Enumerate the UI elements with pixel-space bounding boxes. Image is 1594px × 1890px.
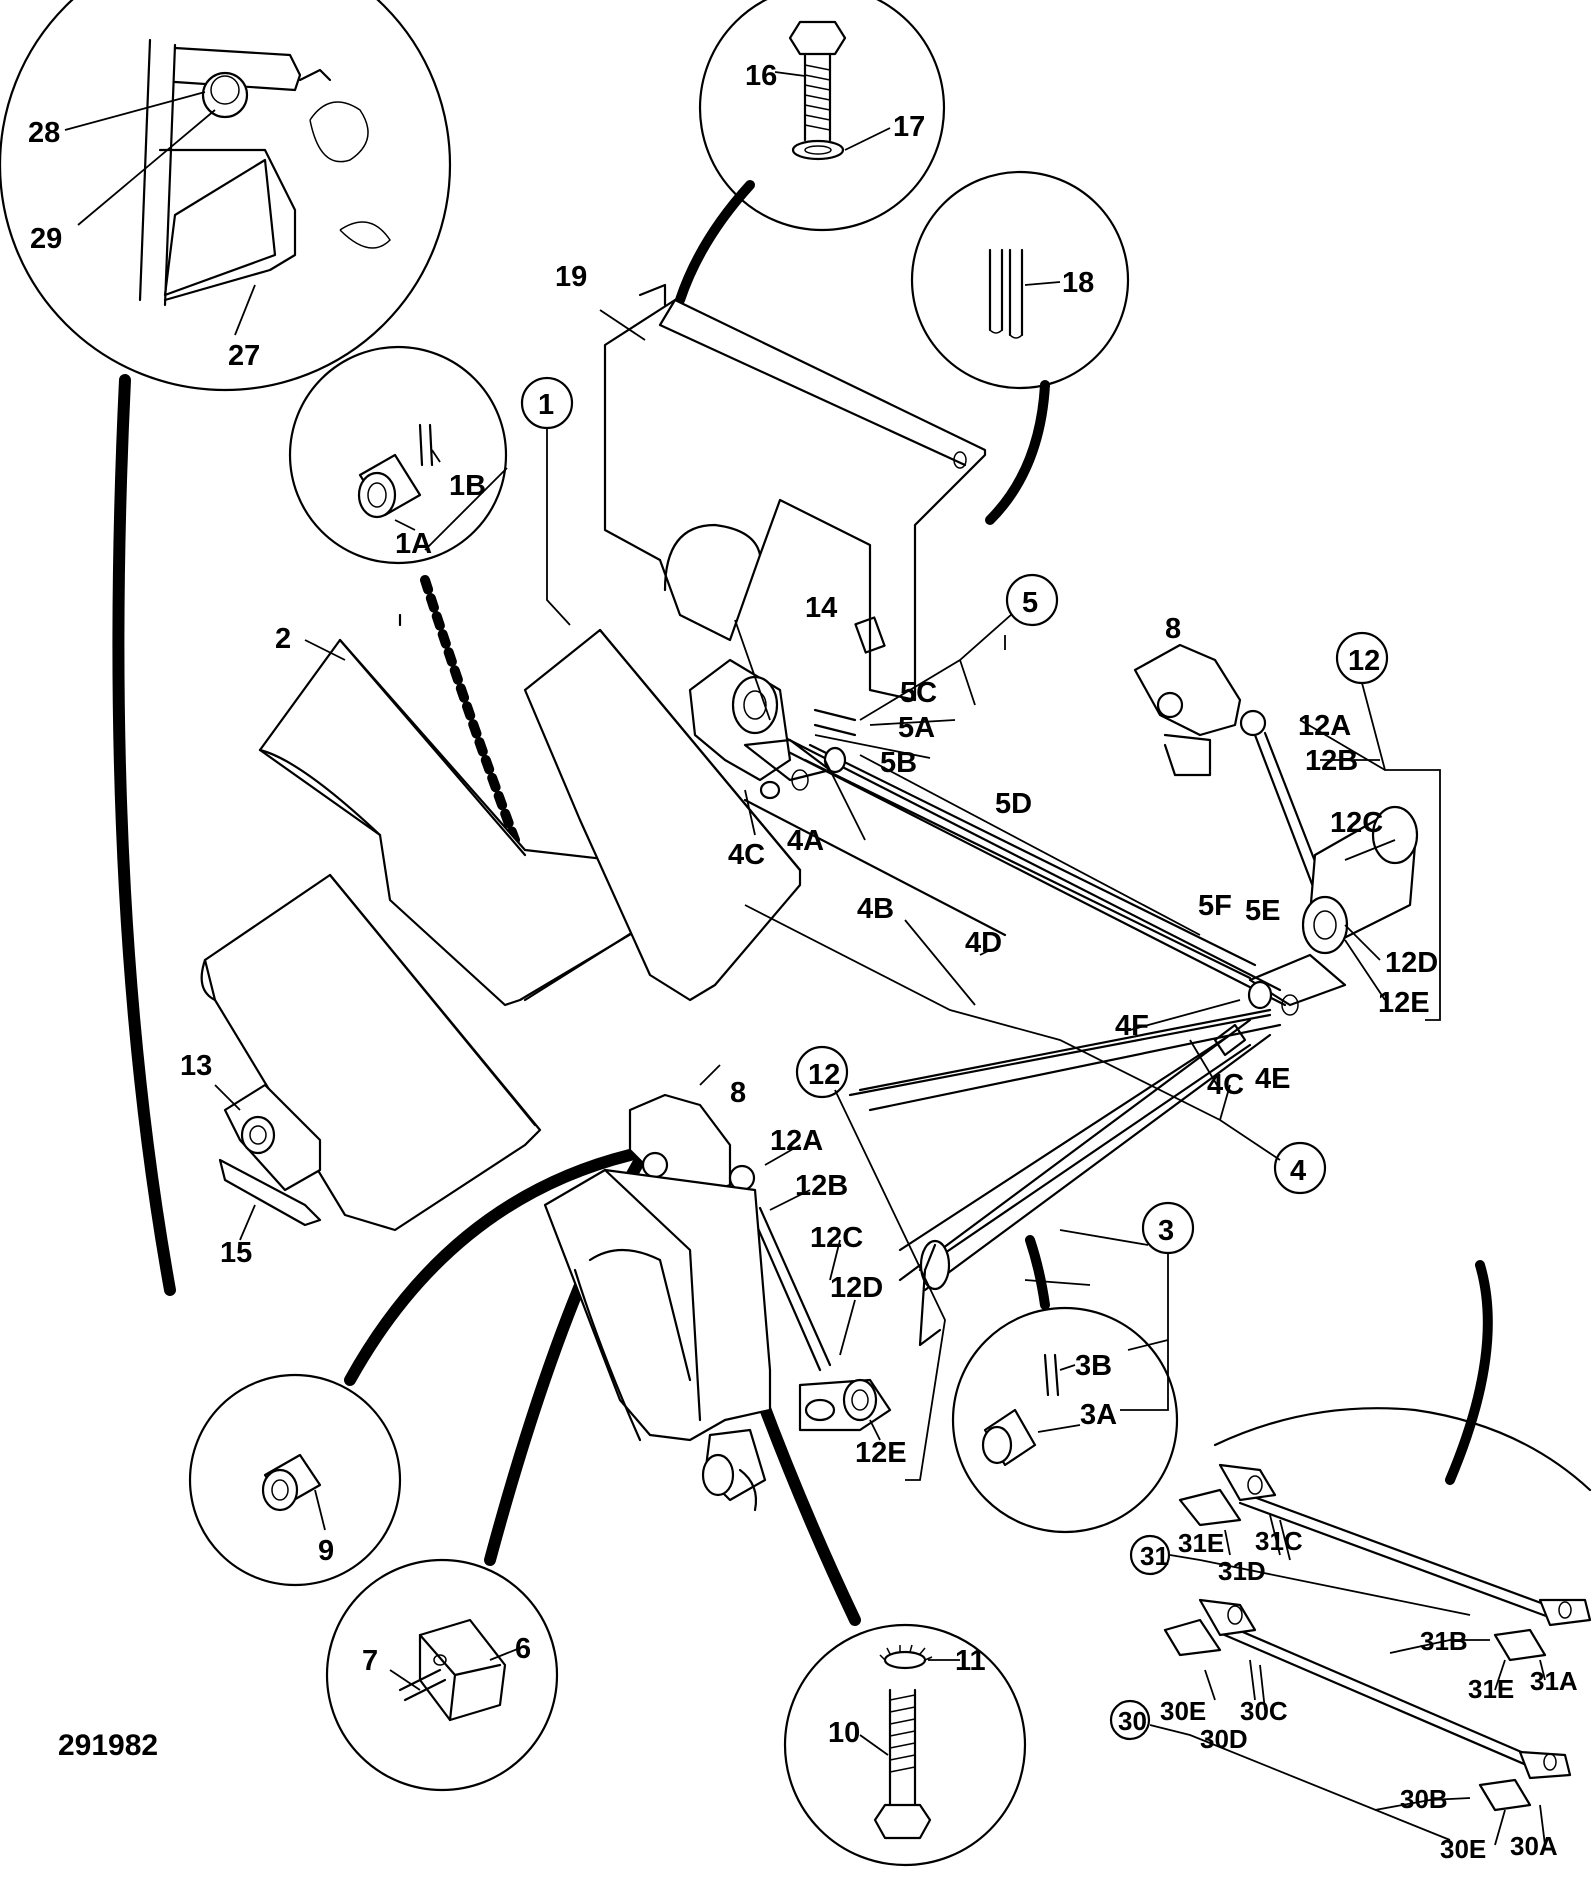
label-30E-right: 30E: [1440, 1834, 1486, 1864]
label-5E: 5E: [1245, 895, 1280, 927]
main-assembly: [200, 283, 1419, 1512]
label-12-upper: 12: [1348, 645, 1380, 677]
label-30B: 30B: [1400, 1784, 1448, 1814]
label-5F: 5F: [1198, 890, 1232, 922]
label-31A: 31A: [1530, 1666, 1578, 1696]
label-12D-upper: 12D: [1385, 947, 1438, 979]
label-4C-top: 4C: [728, 839, 765, 871]
label-17: 17: [893, 111, 925, 143]
callout-leaders: [214, 309, 1441, 1481]
label-10: 10: [828, 1717, 860, 1749]
label-7: 7: [362, 1645, 378, 1677]
label-31E-left: 31E: [1178, 1528, 1224, 1558]
label-19: 19: [555, 261, 587, 293]
detail-circle-16-17: [698, 0, 946, 232]
drawing-number: 291982: [58, 1729, 158, 1762]
detail-circle-6-7: [325, 1558, 559, 1792]
label-30: 30: [1118, 1706, 1147, 1736]
label-9: 9: [318, 1535, 334, 1567]
label-13: 13: [180, 1050, 212, 1082]
label-1B: 1B: [449, 470, 486, 502]
detail-circle-27-29: [0, 0, 452, 392]
label-4E: 4E: [1255, 1063, 1290, 1095]
label-6: 6: [515, 1633, 531, 1665]
label-3B: 3B: [1075, 1350, 1112, 1382]
label-30A: 30A: [1510, 1831, 1558, 1861]
detail-circle-10-11: [783, 1623, 1027, 1867]
detail-circle-18: [910, 170, 1130, 390]
label-5B: 5B: [880, 747, 917, 779]
label-12B-upper: 12B: [1305, 745, 1358, 777]
label-1A: 1A: [395, 528, 432, 560]
label-28: 28: [28, 117, 60, 149]
label-1: 1: [538, 389, 554, 421]
label-4C-bottom: 4C: [1207, 1069, 1244, 1101]
label-29: 29: [30, 223, 62, 255]
label-12B-lower: 12B: [795, 1170, 848, 1202]
label-12E-upper: 12E: [1378, 987, 1430, 1019]
label-30D: 30D: [1200, 1724, 1248, 1754]
label-4: 4: [1290, 1155, 1306, 1187]
label-5: 5: [1022, 587, 1038, 619]
label-31D: 31D: [1218, 1556, 1266, 1586]
detail-circle-9: [188, 1373, 402, 1587]
label-4D: 4D: [965, 927, 1002, 959]
label-12D-lower: 12D: [830, 1272, 883, 1304]
detail-circle-3A-3B: [951, 1306, 1179, 1534]
label-14: 14: [805, 592, 837, 624]
label-4A: 4A: [787, 825, 824, 857]
label-31B: 31B: [1420, 1626, 1468, 1656]
label-31: 31: [1140, 1541, 1169, 1571]
label-8-lower: 8: [730, 1077, 746, 1109]
label-30E-left: 30E: [1160, 1696, 1206, 1726]
label-12C-lower: 12C: [810, 1222, 863, 1254]
label-3A: 3A: [1080, 1399, 1117, 1431]
label-8-upper: 8: [1165, 613, 1181, 645]
label-12A-lower: 12A: [770, 1125, 823, 1157]
label-12-lower: 12: [808, 1059, 840, 1091]
label-16: 16: [745, 60, 777, 92]
label-11: 11: [955, 1645, 986, 1677]
label-12E-lower: 12E: [855, 1437, 907, 1469]
label-15: 15: [220, 1237, 252, 1269]
label-2: 2: [275, 623, 291, 655]
inset-rods-30-31: [1109, 1407, 1592, 1846]
label-18: 18: [1062, 267, 1094, 299]
label-12C-upper: 12C: [1330, 807, 1383, 839]
detail-circle-1A-1B: [288, 345, 508, 565]
label-31C: 31C: [1255, 1526, 1303, 1556]
part-labels: 28 29 27 16 17 18 19 1 1B 1A 2 5 14 5C 5…: [28, 60, 1578, 1864]
label-3: 3: [1158, 1215, 1174, 1247]
label-4F: 4F: [1115, 1010, 1149, 1042]
label-5D: 5D: [995, 788, 1032, 820]
label-12A-upper: 12A: [1298, 710, 1351, 742]
label-4B: 4B: [857, 893, 894, 925]
label-5C: 5C: [900, 677, 937, 709]
label-27: 27: [228, 340, 260, 372]
label-5A: 5A: [898, 712, 935, 744]
label-31E-right: 31E: [1468, 1674, 1514, 1704]
label-30C: 30C: [1240, 1696, 1288, 1726]
